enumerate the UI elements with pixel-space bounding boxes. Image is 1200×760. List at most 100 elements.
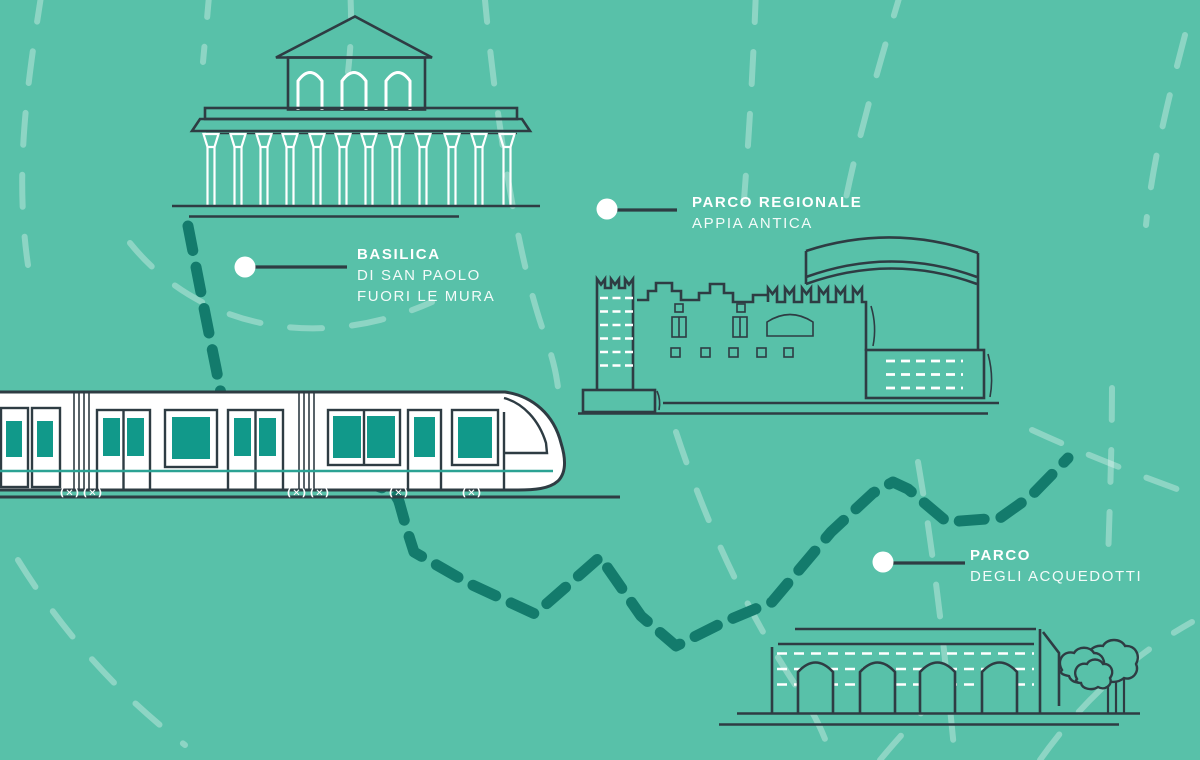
basilica-column-capital — [414, 132, 432, 149]
basilica-column-capital — [229, 132, 247, 149]
decor-dash-line — [19, 0, 44, 268]
decor-dash-line — [1029, 427, 1188, 495]
castle-tower-bricks — [600, 296, 634, 367]
label-parco-acquedotti: PARCO DEGLI ACQUEDOTTI — [970, 545, 1142, 587]
basilica-columns — [202, 132, 516, 205]
mausoleum-bricks — [886, 359, 963, 390]
label-basilica: BASILICA DI SAN PAOLO FUORI LE MURA — [357, 244, 495, 307]
label-parco-regionale-subtitle: APPIA ANTICA — [692, 215, 813, 232]
basilica-column-capital — [470, 132, 488, 149]
decor-dash-line — [200, 0, 212, 65]
decor-dash-line — [1143, 32, 1188, 228]
tram-window-pane — [127, 418, 144, 456]
background-dash-pattern — [15, 0, 1195, 760]
decor-dash-line — [1037, 619, 1195, 760]
decor-dash-line — [673, 429, 835, 760]
castle-small-window — [728, 347, 739, 358]
aqueduct-arch — [980, 661, 1019, 714]
wheel-icon: (✕) — [389, 488, 410, 499]
map-markers — [234, 198, 965, 573]
wheel-icon: (✕) — [83, 488, 104, 499]
tram-window-pane — [234, 418, 251, 456]
parco-acquedotti-map-dot — [872, 551, 894, 573]
mausoleum-base-block — [864, 348, 986, 400]
tram-window-frame — [450, 408, 500, 467]
tram-window-pane — [37, 421, 53, 457]
aqueduct-arch — [796, 661, 835, 714]
decor-dash-line — [877, 709, 925, 760]
castle-wall-skyline — [637, 281, 868, 351]
castle-tower-pedestal — [581, 388, 657, 414]
basilica-map-dot — [234, 256, 256, 278]
tram-doors-and-windows — [0, 396, 549, 492]
basilica-arched-window — [296, 71, 324, 110]
parco-regionale-map-dot — [596, 198, 618, 220]
tram-window-pane — [103, 418, 120, 456]
castle-small-window — [700, 347, 711, 358]
label-basilica-subtitle: FUORI LE MURA — [357, 288, 496, 305]
tram-wheels: (✕) (✕) (✕) (✕) (✕) (✕) — [60, 488, 483, 499]
basilica-column-capital — [308, 132, 326, 149]
tram-window-pane — [172, 417, 210, 459]
decor-dash-line — [15, 557, 188, 748]
mausoleum-inner-arc — [805, 260, 978, 279]
label-parco-regionale-title: PARCO REGIONALE — [692, 194, 863, 211]
castle-wall-edge-curve — [870, 305, 876, 347]
basilica-column-capital — [334, 132, 352, 149]
wheel-icon: (✕) — [462, 488, 483, 499]
basilica-column-capital — [281, 132, 299, 149]
tram-window-pane — [458, 417, 492, 458]
trees — [1058, 638, 1139, 713]
basilica-column-capital — [202, 132, 220, 149]
basilica-column-capital — [255, 132, 273, 149]
label-parco-regionale: PARCO REGIONALE APPIA ANTICA — [692, 192, 862, 234]
tram-window-pane — [259, 418, 276, 456]
wheel-icon: (✕) — [287, 488, 308, 499]
aqueduct-arch — [918, 661, 957, 714]
mausoleum-inner-arc — [805, 267, 978, 286]
tram-door-frame — [30, 406, 62, 489]
aqueduct-illustration — [719, 627, 1140, 726]
castle-pedestal-edge — [656, 390, 661, 411]
castle-small-window — [783, 347, 794, 358]
tram-window-pane — [414, 417, 435, 457]
basilica-pediment — [275, 15, 433, 59]
mausoleum-edge-curve — [987, 353, 993, 398]
label-parco-acquedotti-title: PARCO — [970, 547, 1032, 564]
basilica-arched-window — [340, 71, 368, 110]
tram-windshield — [503, 396, 549, 455]
aqueduct-arch — [858, 661, 897, 714]
decor-dash-line — [1105, 385, 1115, 563]
basilica-cornice — [189, 117, 533, 133]
label-basilica-title: BASILICA — [357, 246, 441, 263]
tram-door-frame — [0, 406, 30, 489]
label-parco-acquedotti-subtitle: DEGLI ACQUEDOTTI — [970, 568, 1143, 585]
decor-dash-line — [843, 0, 902, 201]
aqueduct-broken-edge — [1041, 631, 1061, 706]
castle-lunette-arch — [766, 313, 814, 337]
tram-window-pane — [367, 416, 395, 458]
basilica-column-capital — [443, 132, 461, 149]
castle-small-window — [756, 347, 767, 358]
tram-articulation — [73, 393, 315, 489]
wheel-icon: (✕) — [60, 488, 81, 499]
castle-small-window — [674, 303, 684, 313]
decor-dash-line — [481, 0, 562, 401]
tram-window-pane — [333, 416, 361, 458]
tram-illustration: (✕) (✕) (✕) (✕) (✕) (✕) — [0, 390, 620, 499]
castle-small-window — [736, 303, 746, 313]
castle-appia-antica-illustration — [578, 236, 999, 415]
decor-dash-line — [345, 0, 355, 75]
wheel-icon: (✕) — [310, 488, 331, 499]
tree-canopy — [1074, 658, 1114, 691]
basilica-column-capital — [387, 132, 405, 149]
castle-tower — [595, 275, 635, 390]
tram-door-frame — [406, 408, 443, 492]
label-basilica-subtitle: DI SAN PAOLO — [357, 267, 481, 284]
tram-window-pane — [6, 421, 22, 457]
mausoleum-outer-arc — [805, 236, 979, 255]
decor-dash-line — [741, 0, 759, 203]
decor-dash-line — [915, 459, 958, 760]
basilica-arched-window — [384, 71, 412, 110]
